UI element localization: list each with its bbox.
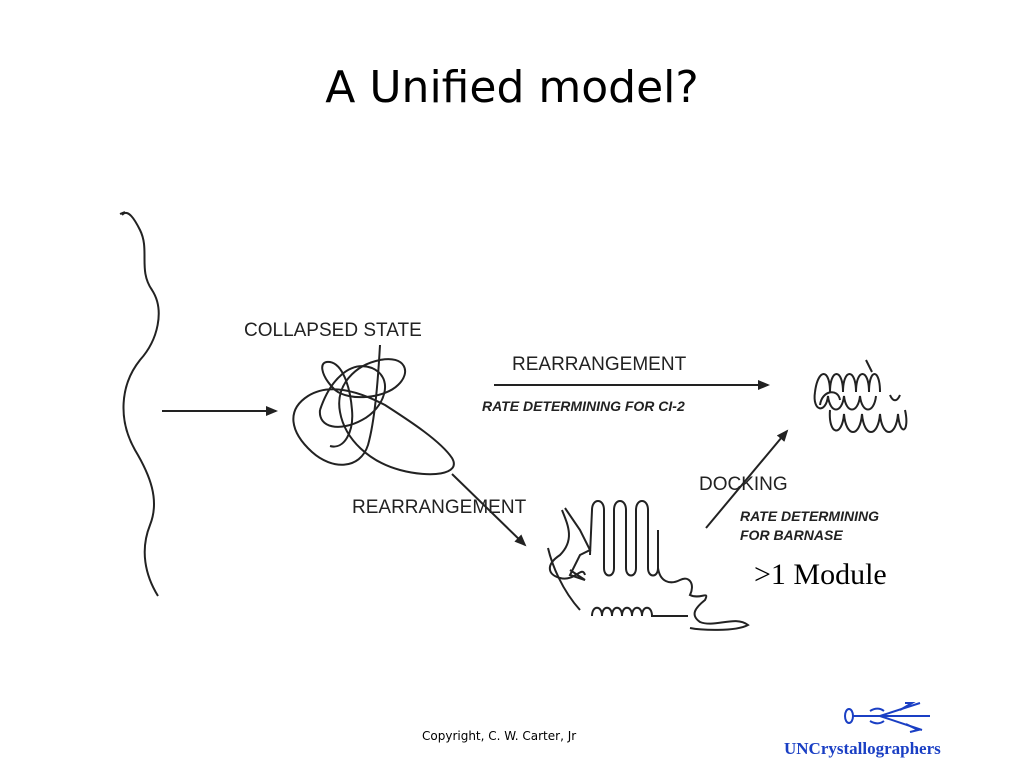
label-rate-ci2: RATE DETERMINING FOR CI-2 (482, 398, 685, 414)
unfolded-chain (121, 211, 160, 597)
slide-title: A Unified model? (325, 62, 699, 113)
copyright-notice: Copyright, C. W. Carter, Jr (422, 729, 577, 743)
collapsed-state-tangle (292, 344, 455, 476)
native-state-coils (813, 359, 908, 433)
label-rearrangement-top: REARRANGEMENT (512, 354, 687, 375)
chain-end-mark (119, 211, 126, 215)
arrow-docking (705, 429, 789, 529)
unc-logo-icon (844, 702, 930, 733)
label-rate-barnase-line2: FOR BARNASE (740, 527, 843, 543)
collapsed-state-loop (318, 365, 387, 428)
brand-name: UNCrystallographers (784, 739, 941, 758)
label-rearrangement-bottom: REARRANGEMENT (352, 497, 527, 518)
label-module: >1 Module (754, 558, 887, 591)
label-rate-barnase-line1: RATE DETERMINING (740, 508, 879, 524)
label-collapsed-state: COLLAPSED STATE (244, 320, 422, 341)
partially-folded-modules (547, 500, 750, 631)
arrow-rearrangement-bottom (451, 473, 527, 547)
